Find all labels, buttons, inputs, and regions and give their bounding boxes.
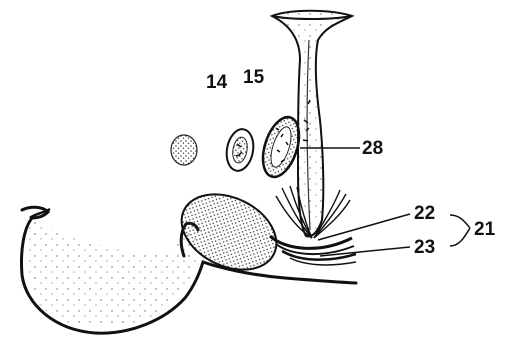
label-23: 23 — [414, 237, 435, 258]
bracket-21 — [450, 215, 470, 246]
label-22: 22 — [414, 203, 435, 224]
label-28: 28 — [362, 138, 383, 159]
label-21: 21 — [474, 219, 496, 240]
small-round-body — [171, 135, 197, 165]
curved-bands — [270, 236, 356, 265]
label-15: 15 — [243, 67, 265, 88]
structure-14 — [224, 127, 257, 173]
leader-lines — [300, 148, 470, 256]
label-14: 14 — [206, 72, 228, 93]
leader-22 — [318, 214, 410, 240]
